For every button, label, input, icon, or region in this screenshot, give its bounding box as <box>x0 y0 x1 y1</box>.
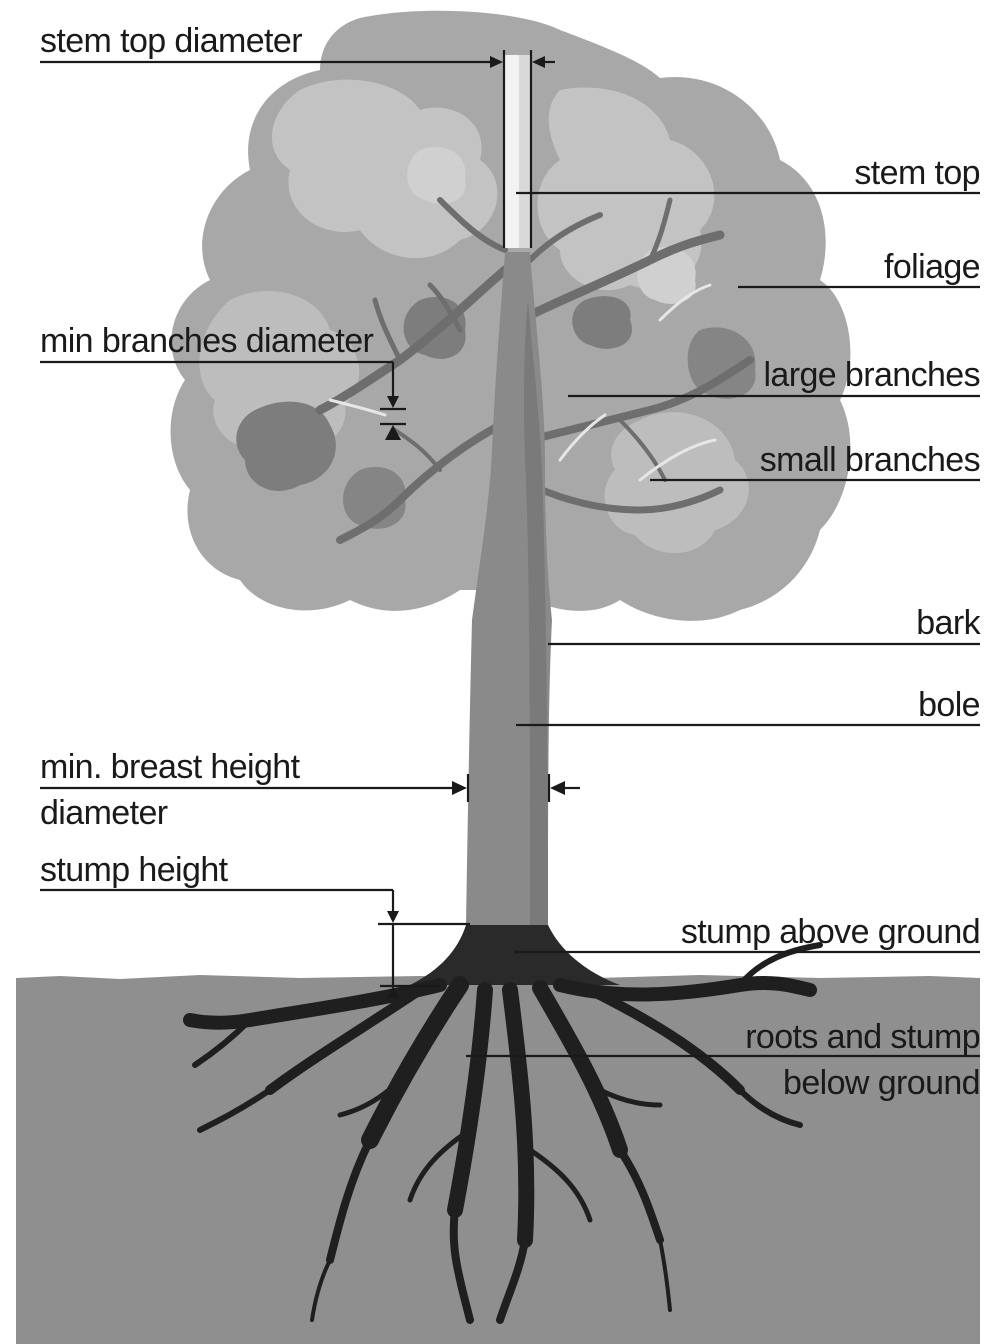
label-text: large branches <box>763 356 980 394</box>
label-text: bark <box>916 604 981 642</box>
label-text: stump above ground <box>681 913 980 951</box>
label-text: stem top diameter <box>40 22 302 60</box>
label-stump-above-ground: stump above ground <box>514 913 980 952</box>
arrowhead <box>387 911 399 923</box>
stem-top-shade <box>519 55 530 248</box>
label-bark: bark <box>548 604 982 644</box>
label-text: foliage <box>884 248 980 286</box>
label-text: min branches diameter <box>40 322 374 360</box>
stump <box>410 925 620 985</box>
label-text: bole <box>918 686 980 724</box>
label-text: stump height <box>40 851 229 889</box>
label-text: diameter <box>40 794 168 832</box>
label-bole: bole <box>516 686 980 725</box>
label-text: below ground <box>783 1064 980 1102</box>
label-stump-height: stump height <box>40 851 470 998</box>
label-text: stem top <box>854 154 980 192</box>
label-text: min. breast height <box>40 748 301 786</box>
label-text: roots and stump <box>745 1018 980 1056</box>
label-text: small branches <box>760 441 980 479</box>
arrowhead <box>550 781 565 795</box>
arrowhead <box>452 781 467 795</box>
